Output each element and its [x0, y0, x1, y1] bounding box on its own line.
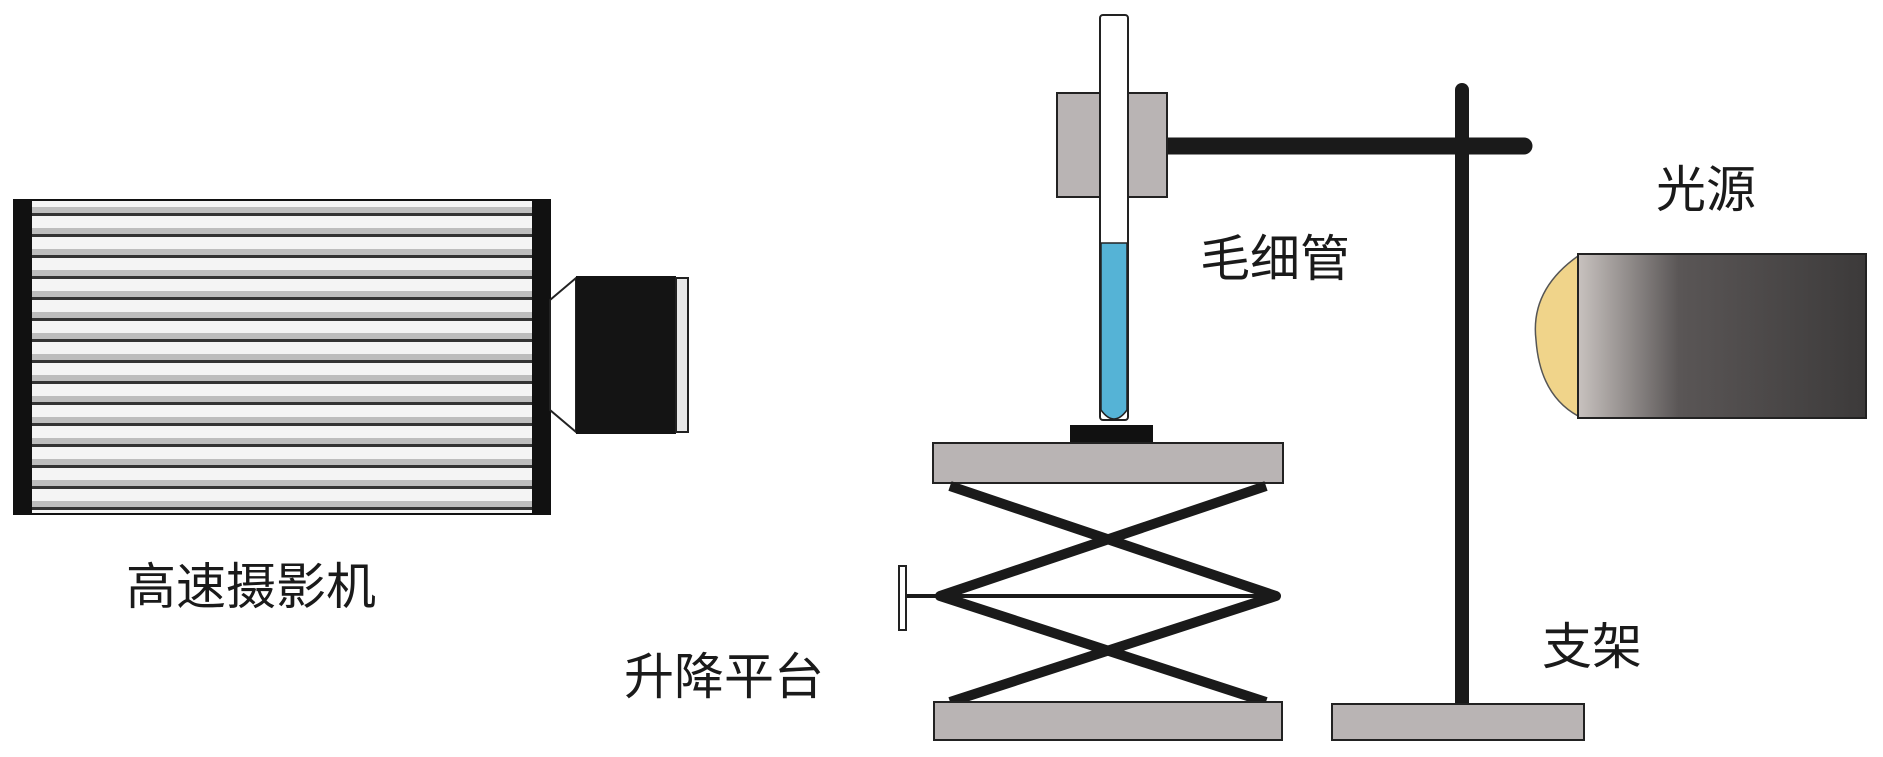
- light-source-label: 光源: [1656, 161, 1756, 219]
- capillary-tube: [1056, 14, 1168, 444]
- high-speed-camera: [13, 199, 689, 515]
- capillary-label: 毛细管: [1200, 230, 1350, 288]
- lift-platform-label: 升降平台: [624, 648, 824, 706]
- stand-label: 支架: [1542, 618, 1642, 676]
- lift-platform: [898, 442, 1284, 741]
- light-source: [1534, 253, 1867, 419]
- camera-label: 高速摄影机: [126, 558, 376, 616]
- stand: [1158, 83, 1585, 741]
